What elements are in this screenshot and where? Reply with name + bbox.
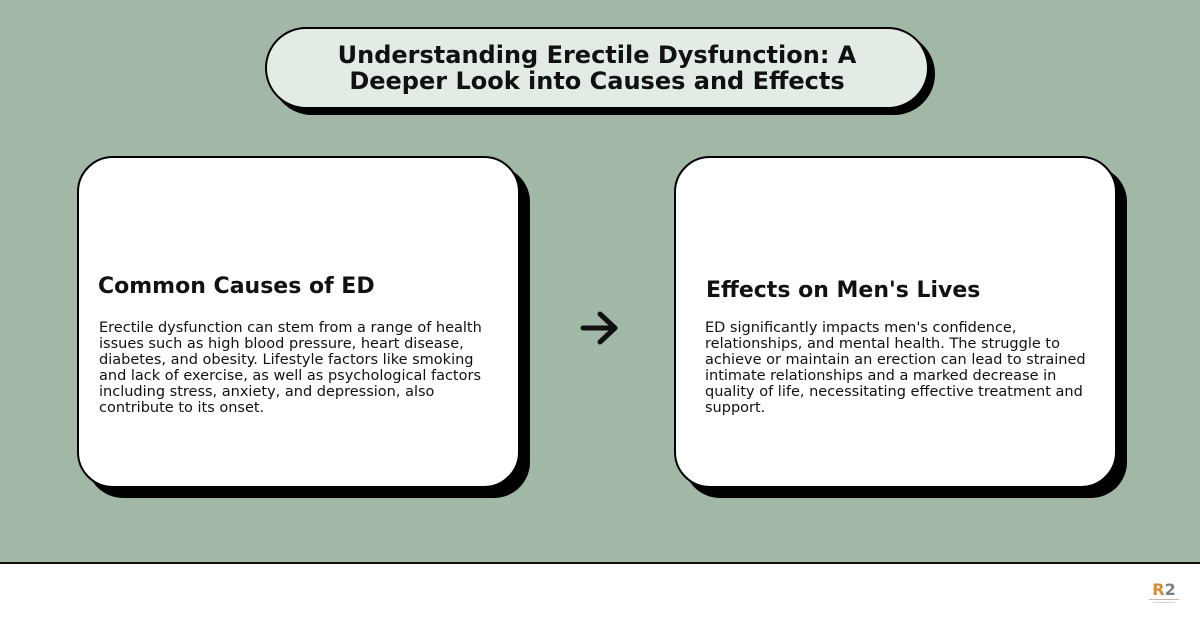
- causes-body: Erectile dysfunction can stem from a ran…: [99, 320, 482, 416]
- page-title: Understanding Erectile Dysfunction: A De…: [337, 41, 857, 95]
- title-banner: Understanding Erectile Dysfunction: A De…: [265, 27, 929, 109]
- effects-body: ED significantly impacts men's confidenc…: [705, 320, 1086, 416]
- logo-underline: [1149, 599, 1179, 600]
- arrow-right-icon: [580, 311, 618, 345]
- effects-card: Effects on Men's Lives ED significantly …: [674, 156, 1117, 488]
- logo-number: 2: [1164, 580, 1176, 599]
- causes-heading: Common Causes of ED: [98, 274, 375, 299]
- causes-card: Common Causes of ED Erectile dysfunction…: [77, 156, 520, 488]
- slide-canvas: Understanding Erectile Dysfunction: A De…: [0, 0, 1200, 564]
- logo-mark: R2: [1146, 582, 1182, 598]
- logo-underline-secondary: [1153, 602, 1175, 603]
- logo-letter: R: [1152, 580, 1165, 599]
- brand-logo: R2: [1146, 582, 1182, 608]
- effects-heading: Effects on Men's Lives: [706, 278, 981, 303]
